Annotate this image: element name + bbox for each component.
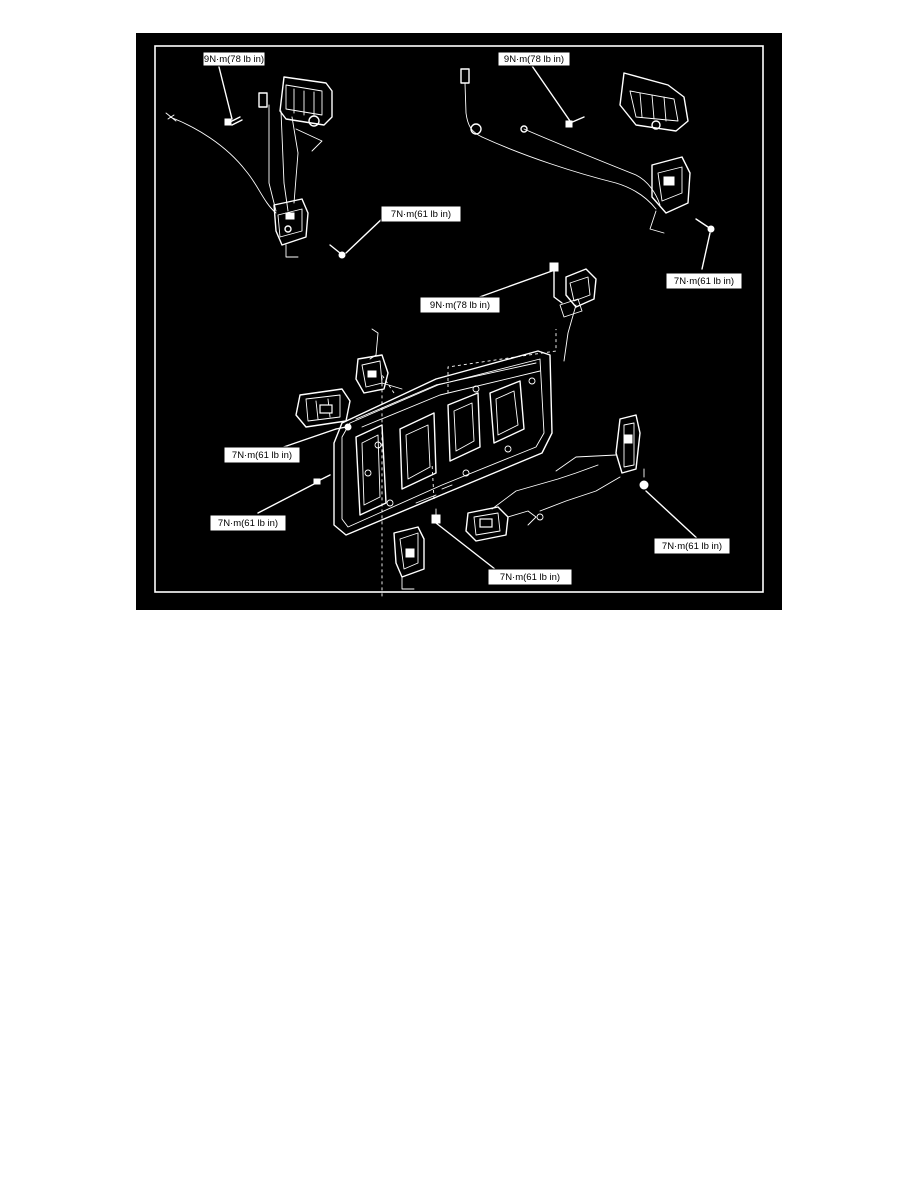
torque-callout-top-right-bolt: 9N·m(78 lb in) bbox=[497, 51, 571, 67]
torque-callout-center-striker-bolt: 9N·m(78 lb in) bbox=[419, 296, 501, 314]
callout-text: 9N·m(78 lb in) bbox=[430, 300, 490, 311]
callout-text: 7N·m(61 lb in) bbox=[674, 276, 734, 287]
callout-text: 9N·m(78 lb in) bbox=[504, 54, 564, 65]
center-striker-assembly bbox=[549, 262, 597, 362]
tailgate-inner-panel bbox=[333, 329, 557, 597]
upper-latch-with-rod bbox=[355, 328, 403, 394]
callout-text: 7N·m(61 lb in) bbox=[232, 450, 292, 461]
callout-text: 9N·m(78 lb in) bbox=[204, 54, 264, 65]
callout-text: 7N·m(61 lb in) bbox=[218, 518, 278, 529]
bottom-latch bbox=[393, 526, 425, 590]
torque-callout-top-left-latch-screw: 7N·m(61 lb in) bbox=[380, 205, 462, 223]
torque-callout-left-handle-screw: 7N·m(61 lb in) bbox=[223, 446, 301, 464]
torque-callout-right-latch-nut: 7N·m(61 lb in) bbox=[653, 537, 731, 555]
top-left-handle-latch-assembly bbox=[165, 76, 346, 259]
callout-text: 7N·m(61 lb in) bbox=[662, 541, 722, 552]
top-right-handle-latch-assembly bbox=[460, 68, 715, 234]
callout-text: 7N·m(61 lb in) bbox=[391, 209, 451, 220]
inside-handle-left bbox=[295, 388, 352, 431]
callout-text: 7N·m(61 lb in) bbox=[500, 572, 560, 583]
center-lock-actuator bbox=[465, 464, 599, 542]
right-latch-assembly bbox=[539, 414, 649, 512]
exploded-view-diagram: 9N·m(78 lb in) 9N·m(78 lb in) 7N·m(61 lb… bbox=[136, 33, 782, 610]
callout-leader-lines bbox=[217, 62, 711, 574]
torque-callout-top-right-latch-screw: 7N·m(61 lb in) bbox=[665, 272, 743, 290]
bottom-center-nut bbox=[431, 508, 441, 524]
left-panel-screw bbox=[313, 474, 331, 485]
torque-callout-left-panel-screw: 7N·m(61 lb in) bbox=[209, 514, 287, 532]
torque-callout-top-left-bolt: 9N·m(78 lb in) bbox=[202, 51, 266, 67]
torque-callout-bottom-center-nut: 7N·m(61 lb in) bbox=[487, 568, 573, 586]
diagram-frame bbox=[154, 45, 764, 593]
